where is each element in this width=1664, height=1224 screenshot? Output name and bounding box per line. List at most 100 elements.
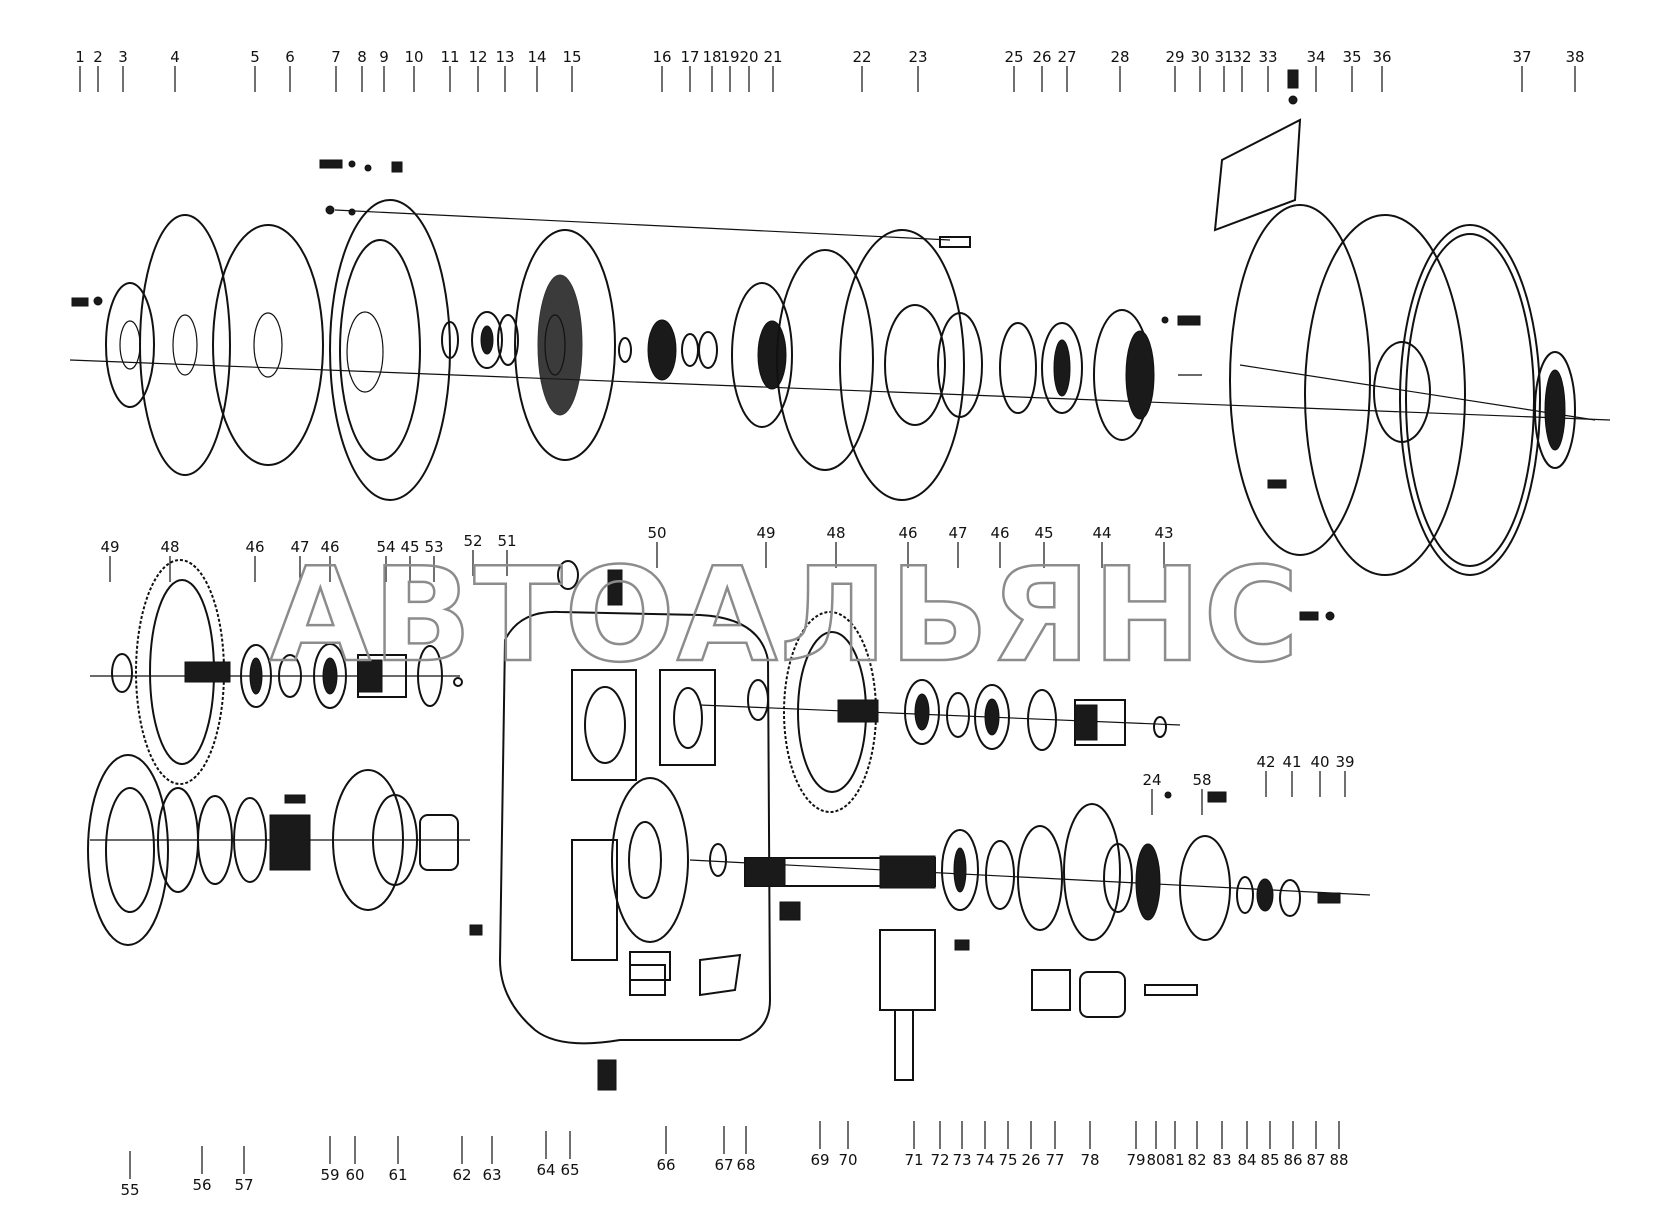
part-label: 42 (1256, 753, 1275, 771)
part-label: 53 (424, 538, 443, 556)
part-label: 26 (1032, 48, 1051, 66)
part-label: 46 (990, 524, 1009, 542)
part-label: 74 (975, 1151, 994, 1169)
part-label: 87 (1306, 1151, 1325, 1169)
part-label: 30 (1190, 48, 1209, 66)
cover-23 (839, 229, 965, 501)
part-label: 80 (1146, 1151, 1165, 1169)
part-label: 79 (1126, 1151, 1145, 1169)
part-label: 25 (1004, 48, 1023, 66)
housing-11 (329, 199, 451, 501)
plate-26 (937, 312, 983, 418)
stator-21 (731, 282, 793, 428)
part-label: 84 (1237, 1151, 1256, 1169)
part-label: 7 (331, 48, 341, 66)
part-label: 9 (379, 48, 389, 66)
part-label: 36 (1372, 48, 1391, 66)
part-label: 73 (952, 1151, 971, 1169)
gasket-37 (1399, 224, 1541, 576)
part-label: 20 (739, 48, 758, 66)
part-label: 10 (404, 48, 423, 66)
part-label: 48 (826, 524, 845, 542)
bearing-28 (1041, 322, 1083, 414)
part-label: 32 (1232, 48, 1251, 66)
ring-49-left (111, 653, 133, 693)
part-label: 37 (1512, 48, 1531, 66)
part-label: 47 (948, 524, 967, 542)
part-label: 45 (400, 538, 419, 556)
part-label: 65 (560, 1161, 579, 1179)
cover-77 (1031, 969, 1071, 1011)
part-label: 28 (1110, 48, 1129, 66)
part-label: 77 (1045, 1151, 1064, 1169)
part-label: 13 (495, 48, 514, 66)
part-label: 54 (376, 538, 395, 556)
part-label: 78 (1080, 1151, 1099, 1169)
part-label: 66 (656, 1156, 675, 1174)
part-label: 75 (998, 1151, 1017, 1169)
part-label: 29 (1165, 48, 1184, 66)
part-label: 33 (1258, 48, 1277, 66)
part-label: 40 (1310, 753, 1329, 771)
part-label: 11 (440, 48, 459, 66)
bearing-46-left (240, 644, 272, 708)
hub-17 (647, 319, 677, 381)
part-label: 61 (388, 1166, 407, 1184)
watermark-text: АВТОАЛЬЯНС (270, 539, 1301, 691)
breather-50 (607, 569, 623, 606)
turbine-15 (514, 229, 616, 461)
ring-plate-5 (212, 224, 324, 466)
part-label: 88 (1329, 1151, 1348, 1169)
part-label: 52 (463, 532, 482, 550)
pin-25 (939, 236, 971, 248)
pump-78 (1079, 971, 1126, 1018)
part-label: 49 (100, 538, 119, 556)
part-label: 56 (192, 1176, 211, 1194)
part-label: 41 (1282, 753, 1301, 771)
part-label: 46 (320, 538, 339, 556)
part-label: 21 (763, 48, 782, 66)
bolt-7 (319, 159, 343, 169)
part-label: 14 (527, 48, 546, 66)
bell-housing-36 (1229, 204, 1371, 556)
flange-83 (1179, 835, 1231, 941)
part-label: 64 (536, 1161, 555, 1179)
part-label: 81 (1165, 1151, 1184, 1169)
part-label: 24 (1142, 771, 1161, 789)
part-label: 62 (452, 1166, 471, 1184)
part-label: 48 (160, 538, 179, 556)
part-label: 27 (1057, 48, 1076, 66)
circlip-45-center (1027, 689, 1057, 751)
part-label: 83 (1212, 1151, 1231, 1169)
shield-33 (1213, 118, 1302, 232)
bushing-62 (419, 814, 459, 871)
part-label: 55 (120, 1181, 139, 1199)
gearbox-housing (498, 610, 772, 1045)
part-label: 15 (562, 48, 581, 66)
part-label: 38 (1565, 48, 1584, 66)
part-label: 3 (118, 48, 128, 66)
ring-57 (197, 795, 233, 885)
part-label: 39 (1335, 753, 1354, 771)
part-label: 67 (714, 1156, 733, 1174)
drain-plug-64 (597, 1059, 617, 1091)
part-label: 70 (838, 1151, 857, 1169)
part-label: 60 (345, 1166, 364, 1184)
part-label: 69 (810, 1151, 829, 1169)
part-label: 22 (852, 48, 871, 66)
part-label: 12 (468, 48, 487, 66)
part-label: 49 (756, 524, 775, 542)
part-label: 50 (647, 524, 666, 542)
ring-12 (441, 321, 459, 359)
bolt-34 (1287, 69, 1299, 89)
seal-38 (1534, 351, 1576, 469)
part-label: 8 (357, 48, 367, 66)
bearing-74 (941, 829, 979, 911)
part-label: 4 (170, 48, 180, 66)
snap-ring-27 (999, 322, 1037, 414)
part-label: 17 (680, 48, 699, 66)
pump-22 (776, 249, 874, 471)
part-label: 26 (1021, 1151, 1040, 1169)
